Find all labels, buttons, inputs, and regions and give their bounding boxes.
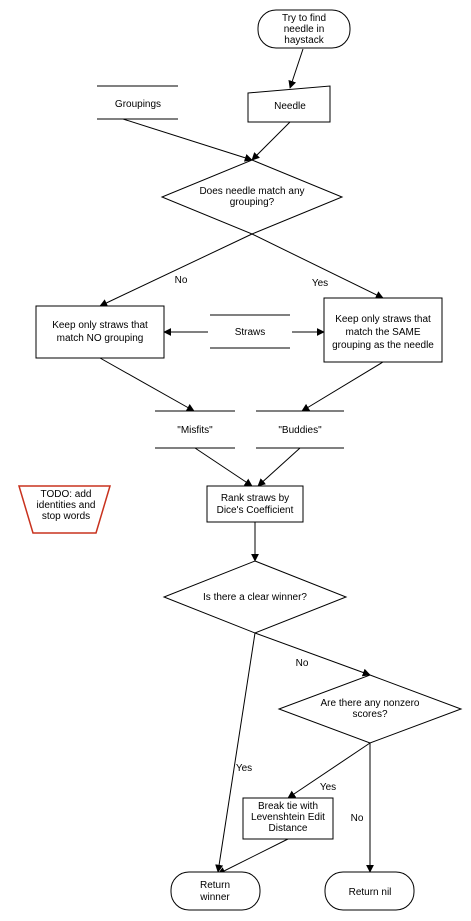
- edge-label-winner-no: No: [296, 658, 309, 669]
- edge-label-nonzero-yes: Yes: [320, 782, 336, 793]
- edge-decision-to-keep-same: [251, 233, 384, 299]
- node-groupings-label: Groupings: [115, 99, 161, 110]
- node-straws-label: Straws: [235, 327, 266, 338]
- edge-misfits-to-rank: [194, 447, 253, 487]
- edge-needle-to-decision: [251, 121, 291, 161]
- node-return-nil-label: Return nil: [349, 887, 392, 898]
- edge-keep-same-to-buddies: [301, 361, 384, 412]
- edge-label-match-no: No: [175, 275, 188, 286]
- node-needle-label: Needle: [274, 101, 306, 112]
- node-straws: Straws: [210, 314, 290, 349]
- edge-decision-to-keep-no: [99, 233, 253, 307]
- node-groupings: Groupings: [97, 85, 178, 120]
- node-needle: Needle: [247, 85, 331, 123]
- node-return-nil: Return nil: [324, 871, 415, 911]
- edges: [99, 48, 384, 875]
- node-buddies-label: "Buddies": [278, 425, 322, 436]
- edge-winner-to-return-winner: [215, 632, 256, 873]
- node-misfits-label: "Misfits": [177, 425, 213, 436]
- edge-nonzero-to-break-tie: [287, 742, 371, 799]
- edge-keep-no-to-misfits: [99, 357, 195, 412]
- edge-break-tie-to-return-winner: [217, 838, 289, 875]
- edge-winner-to-nonzero: [254, 632, 371, 677]
- edge-label-winner-yes: Yes: [236, 763, 252, 774]
- edge-groupings-to-decision: [122, 118, 253, 162]
- edge-label-match-yes: Yes: [312, 278, 328, 289]
- edge-label-nonzero-no: No: [351, 813, 364, 824]
- edge-buddies-to-rank: [257, 447, 301, 487]
- edge-start-to-needle: [288, 48, 304, 89]
- node-decision-winner-label: Is there a clear winner?: [203, 592, 307, 603]
- node-misfits: "Misfits": [155, 410, 235, 449]
- node-buddies: "Buddies": [256, 410, 344, 449]
- node-decision-winner: Is there a clear winner?: [162, 560, 348, 634]
